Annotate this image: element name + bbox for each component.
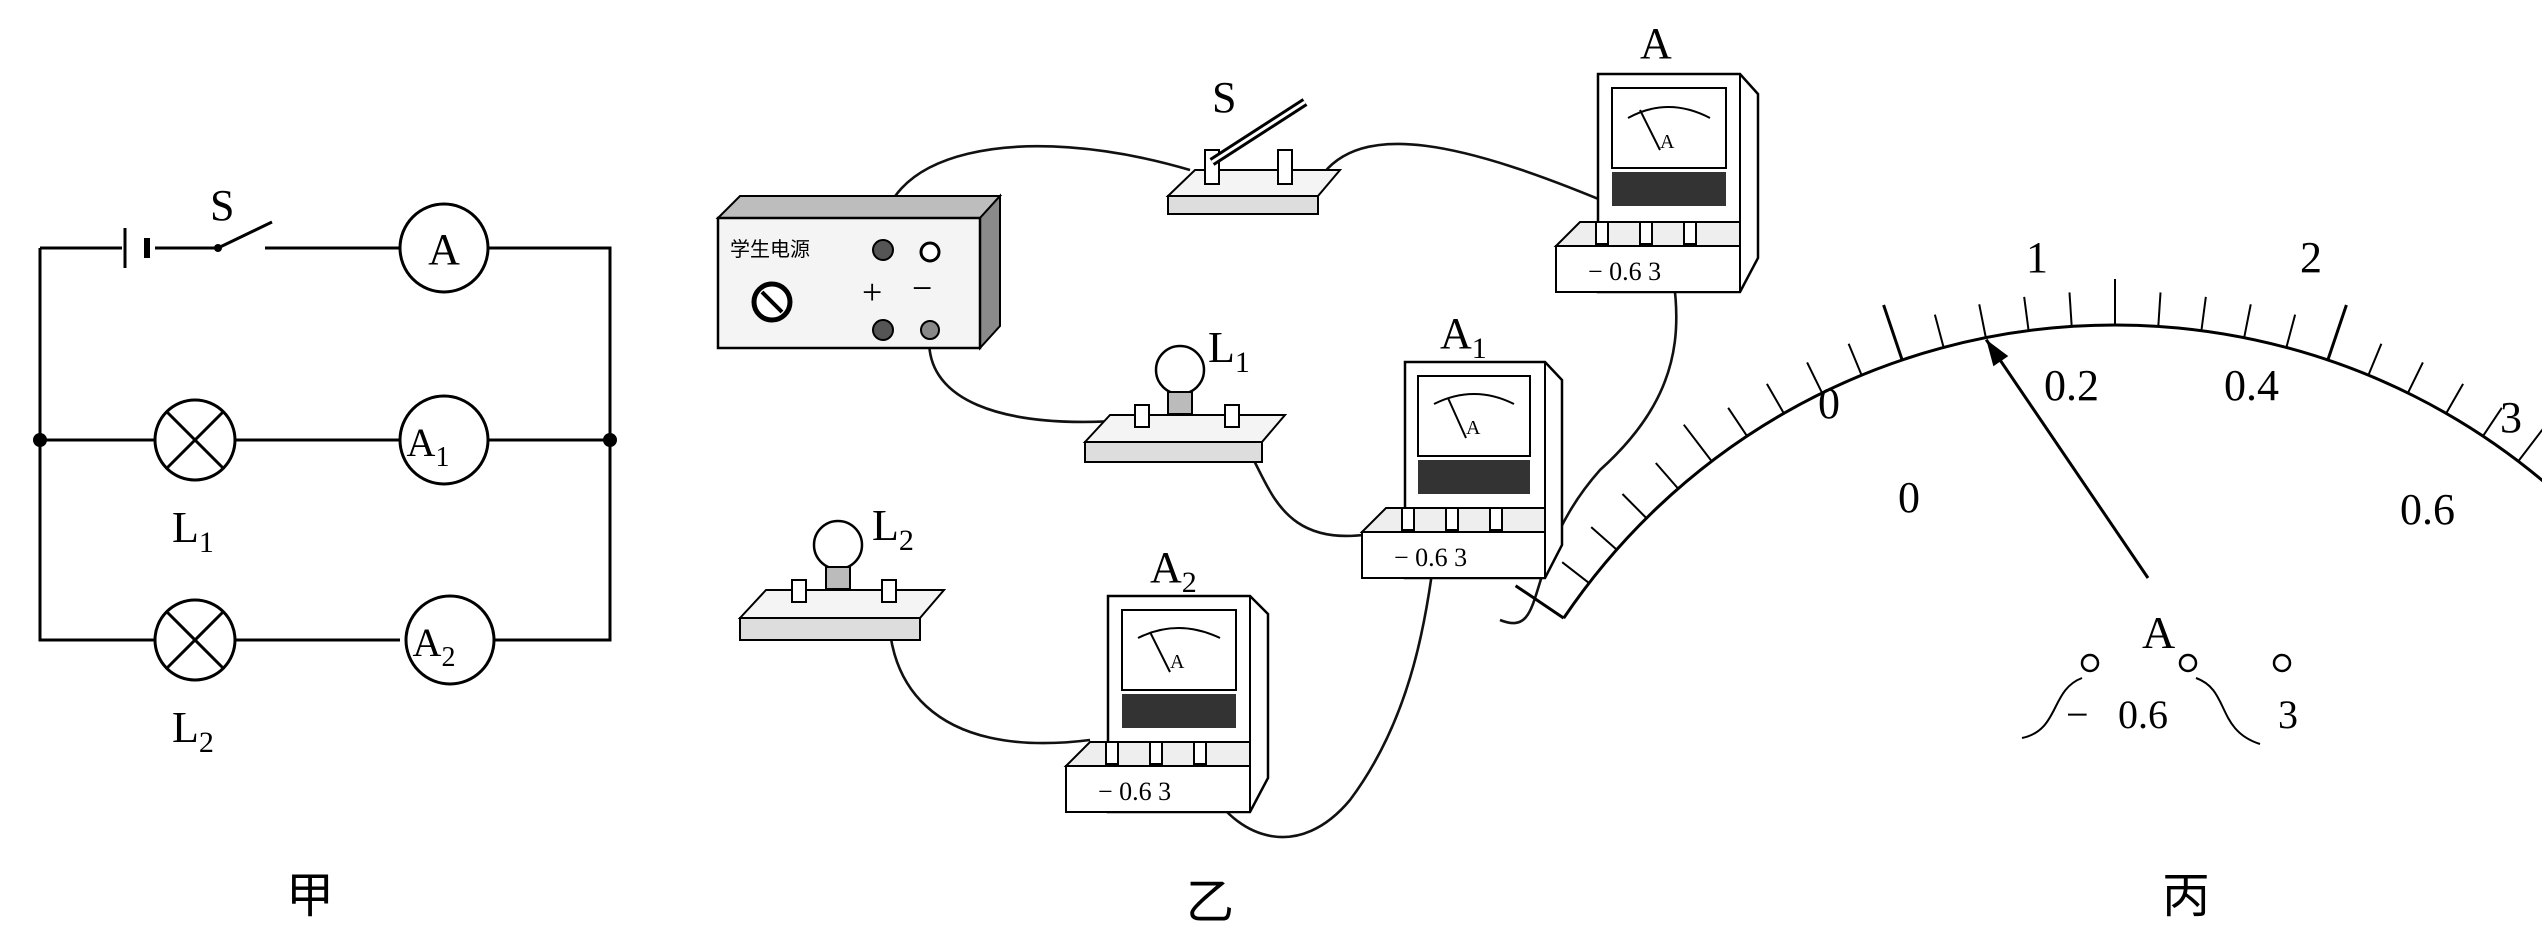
apparatus-lamp-1-label: L1 xyxy=(1208,323,1250,379)
ammeter-2-label: A2 xyxy=(413,620,456,673)
ammeter-2-symbol: A2 xyxy=(404,594,496,686)
apparatus-ammeter-main-label: A xyxy=(1640,19,1672,68)
dial-tick xyxy=(1766,383,1785,414)
lower-tick-label-1: 0.2 xyxy=(2044,361,2099,410)
lower-tick-label-3: 0.6 xyxy=(2400,485,2455,534)
dial-tick xyxy=(1514,584,1565,620)
terminal-labels: − 0.6 3 xyxy=(1588,257,1661,286)
dial-tick xyxy=(1683,424,1713,462)
dial-tick xyxy=(2482,407,2503,437)
caption-yi: 乙 xyxy=(1186,874,1234,927)
terminal-minus: − xyxy=(2066,692,2089,737)
power-terminal xyxy=(920,320,940,340)
power-supply: 学生电源 + − xyxy=(715,193,1003,351)
minus-sign: − xyxy=(912,268,932,308)
apparatus-ammeter-2-label: A2 xyxy=(1150,543,1197,599)
caption-bing: 丙 xyxy=(2162,868,2210,924)
dial-tick xyxy=(2367,343,2383,376)
dial-arc xyxy=(1562,323,2542,619)
power-terminal xyxy=(919,241,941,263)
ammeter-1: A − 0.6 3 xyxy=(1359,360,1564,580)
dial-tick xyxy=(2068,292,2073,327)
ammeter-1-symbol: A1 xyxy=(398,394,490,486)
lamp-1-board xyxy=(1082,344,1288,463)
upper-tick-label-0: 0 xyxy=(1818,379,1840,428)
power-supply-label: 学生电源 xyxy=(730,237,810,261)
dial-tick xyxy=(2407,362,2424,394)
lamp-1-label: L1 xyxy=(172,503,214,559)
upper-tick-label-2: 2 xyxy=(2300,233,2322,282)
dial-tick xyxy=(2157,292,2162,327)
dial-tick xyxy=(1882,304,1904,361)
caption-jia: 甲 xyxy=(286,868,334,924)
upper-tick-label-1: 1 xyxy=(2026,233,2048,282)
dial-tick xyxy=(2243,304,2252,338)
dial-tick xyxy=(1847,343,1863,376)
power-terminal xyxy=(872,319,894,341)
terminal-labels: − 0.6 3 xyxy=(1394,543,1467,572)
dial-tick xyxy=(2445,383,2464,414)
meter-face-label: A xyxy=(1660,131,1675,153)
dial-needle xyxy=(1984,338,2150,579)
dial-tick xyxy=(2285,314,2297,348)
ammeter-1-label: A1 xyxy=(407,420,450,473)
apparatus-diagram: 学生电源 + − S A xyxy=(715,19,1760,839)
terminal-labels: − 0.6 3 xyxy=(1098,777,1171,806)
ammeter-main-symbol: A xyxy=(398,202,490,294)
ammeter-main: A − 0.6 3 xyxy=(1553,72,1760,294)
needle-arrowhead xyxy=(1986,339,2009,367)
dial-tick xyxy=(1590,526,1618,551)
lamp-2-label: L2 xyxy=(172,703,214,759)
dial-tick xyxy=(1727,407,1748,437)
terminal-3: 3 xyxy=(2278,692,2298,737)
dial-tick xyxy=(2023,296,2030,331)
terminal-0-6: 0.6 xyxy=(2118,692,2168,737)
circuit-diagram: S A L1 A1 L2 A2 xyxy=(33,181,617,759)
apparatus-lamp-2-label: L2 xyxy=(872,501,914,557)
ammeter-2: A − 0.6 3 xyxy=(1063,594,1270,814)
junction-right xyxy=(603,433,617,447)
battery-symbol xyxy=(123,228,150,268)
meter-dial: 0 1 2 3 0 0.2 0.4 0.6 A − 0.6 3 xyxy=(1514,233,2542,745)
lower-tick-label-2: 0.4 xyxy=(2224,361,2279,410)
lamp-2-symbol xyxy=(153,598,237,682)
dial-tick xyxy=(1806,362,1823,394)
dial-tick xyxy=(2200,296,2207,331)
meter-face-label: A xyxy=(1466,417,1481,439)
ammeter-main-label: A xyxy=(428,225,460,274)
dial-tick xyxy=(1621,493,1648,519)
dial-tick xyxy=(1978,304,1987,338)
plus-sign: + xyxy=(862,272,882,312)
dial-tick xyxy=(1933,314,1945,348)
apparatus-switch-label: S xyxy=(1212,73,1236,122)
lower-tick-label-0: 0 xyxy=(1898,473,1920,522)
power-terminal xyxy=(872,239,894,261)
junction-left xyxy=(33,433,47,447)
lamp-2-board xyxy=(737,519,947,641)
knife-switch xyxy=(1165,98,1343,215)
dial-tick xyxy=(2326,304,2348,361)
lamp-1-symbol xyxy=(153,398,237,482)
dial-unit-label: A xyxy=(2142,607,2175,658)
dial-tick xyxy=(1561,561,1590,584)
switch-label: S xyxy=(210,181,234,230)
switch-symbol xyxy=(214,220,273,252)
meter-face-label: A xyxy=(1170,651,1185,673)
upper-tick-label-3: 3 xyxy=(2500,393,2522,442)
apparatus-ammeter-1-label: A1 xyxy=(1440,309,1487,365)
dial-tick xyxy=(1655,462,1679,490)
dial-terminals xyxy=(2021,653,2292,745)
